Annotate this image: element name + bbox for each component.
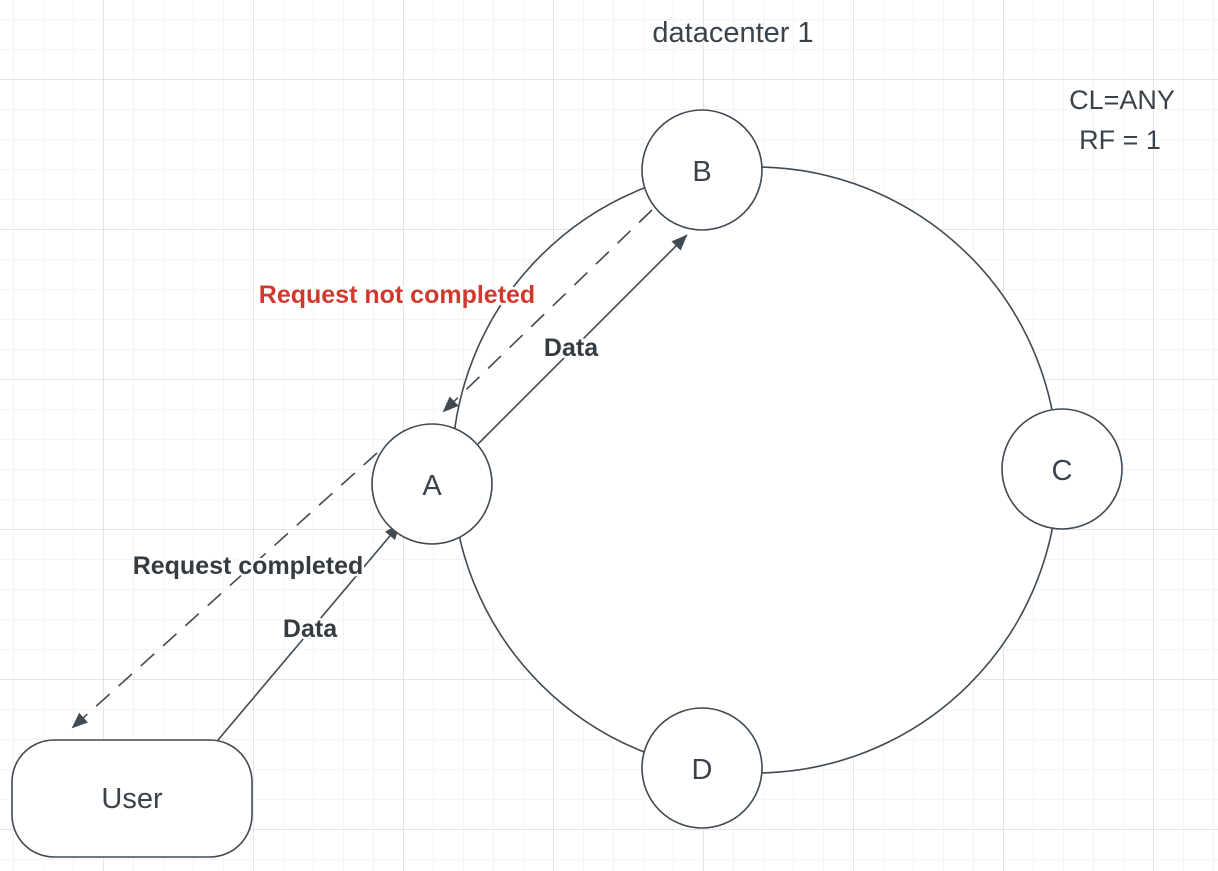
user-node-label: User [101, 783, 163, 815]
node-c-circle[interactable] [1001, 408, 1123, 530]
edge-label-request-completed[interactable]: Request completed [130, 550, 366, 583]
node-b-circle[interactable] [641, 109, 763, 231]
edge-a-to-user-request-completed[interactable] [71, 452, 378, 729]
node-c[interactable]: C [1001, 408, 1123, 530]
user-node[interactable]: User [11, 739, 253, 858]
ring-circle[interactable] [451, 166, 1059, 774]
edge-user-to-a-data[interactable] [217, 523, 401, 741]
node-d[interactable]: D [641, 707, 763, 829]
node-d-label: D [692, 754, 713, 786]
node-c-label: C [1052, 455, 1073, 487]
node-a-circle[interactable] [371, 423, 493, 545]
edge-label-data-user-a[interactable]: Data [280, 613, 340, 646]
node-b-label: B [692, 156, 711, 188]
edge-a-to-b-data[interactable] [477, 234, 688, 445]
node-a-label: A [422, 470, 442, 502]
diagram-title[interactable]: datacenter 1 [652, 17, 813, 49]
node-a[interactable]: A [371, 423, 493, 545]
edge-b-to-a-request-not-completed[interactable] [442, 209, 653, 413]
edge-label-data-a-b[interactable]: Data [541, 332, 601, 365]
node-b[interactable]: B [641, 109, 763, 231]
edge-label-request-not-completed[interactable]: Request not completed [256, 279, 537, 312]
node-d-circle[interactable] [641, 707, 763, 829]
consistency-note-line1[interactable]: CL=ANY [1069, 85, 1175, 115]
user-node-rect[interactable] [11, 739, 253, 858]
consistency-note-line2[interactable]: RF = 1 [1079, 125, 1161, 155]
